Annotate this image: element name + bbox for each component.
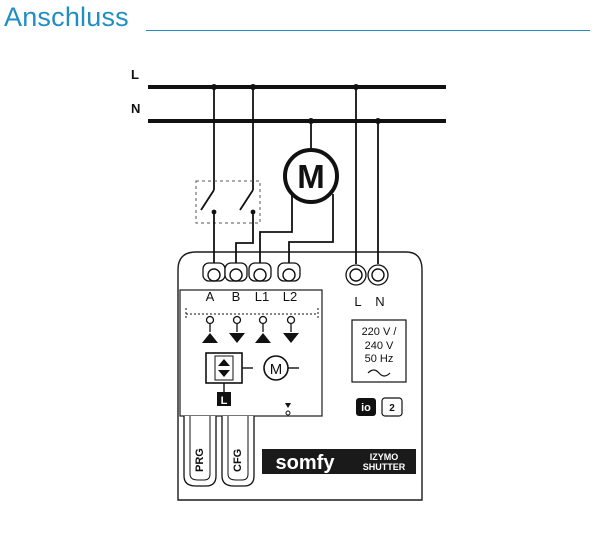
terminal-l-label: L bbox=[354, 294, 361, 309]
supply-frequency: 50 Hz bbox=[365, 353, 394, 365]
mode-badge-label: 2 bbox=[389, 403, 395, 414]
terminal-l1-label: L1 bbox=[255, 289, 269, 304]
mode-badge bbox=[381, 397, 403, 417]
down-arrow-icon bbox=[283, 333, 299, 343]
terminal-block-left bbox=[202, 262, 301, 282]
ac-wave-icon bbox=[367, 369, 391, 377]
io-badge bbox=[356, 398, 376, 416]
terminal-b-label: B bbox=[232, 289, 241, 304]
cfg-button[interactable] bbox=[221, 416, 255, 487]
product-line-2: SHUTTER bbox=[363, 462, 406, 472]
up-arrow-icon bbox=[255, 333, 271, 343]
terminal-n-label: N bbox=[375, 294, 384, 309]
supply-rating-box bbox=[351, 319, 407, 383]
line-l-label: L bbox=[131, 67, 139, 82]
page-title: Anschluss bbox=[4, 2, 129, 32]
control-letter: L bbox=[221, 395, 228, 407]
up-arrow-icon bbox=[202, 333, 218, 343]
motor-icon bbox=[283, 148, 339, 204]
brand-strip bbox=[262, 449, 416, 474]
motor-small-label: M bbox=[270, 361, 283, 378]
terminal-a-label: A bbox=[206, 289, 215, 304]
title-underline bbox=[146, 30, 590, 31]
motor-label: M bbox=[297, 158, 325, 195]
indicator-icon bbox=[285, 403, 291, 408]
brand-logo: somfy bbox=[276, 452, 336, 474]
supply-voltage-2: 240 V bbox=[365, 340, 394, 352]
switch-box bbox=[195, 180, 261, 224]
product-line-1: IZYMO bbox=[370, 452, 399, 462]
prg-button[interactable] bbox=[183, 416, 217, 487]
prg-label: PRG bbox=[194, 448, 206, 472]
cfg-label: CFG bbox=[232, 449, 244, 472]
contact-symbols bbox=[205, 315, 296, 332]
terminal-block-right bbox=[345, 264, 389, 286]
io-badge-label: io bbox=[361, 402, 371, 414]
supply-voltage-1: 220 V / bbox=[362, 326, 398, 338]
terminal-l2-label: L2 bbox=[283, 289, 297, 304]
line-n-label: N bbox=[131, 101, 140, 116]
down-arrow-icon bbox=[229, 333, 245, 343]
module-face-panel bbox=[179, 289, 323, 417]
